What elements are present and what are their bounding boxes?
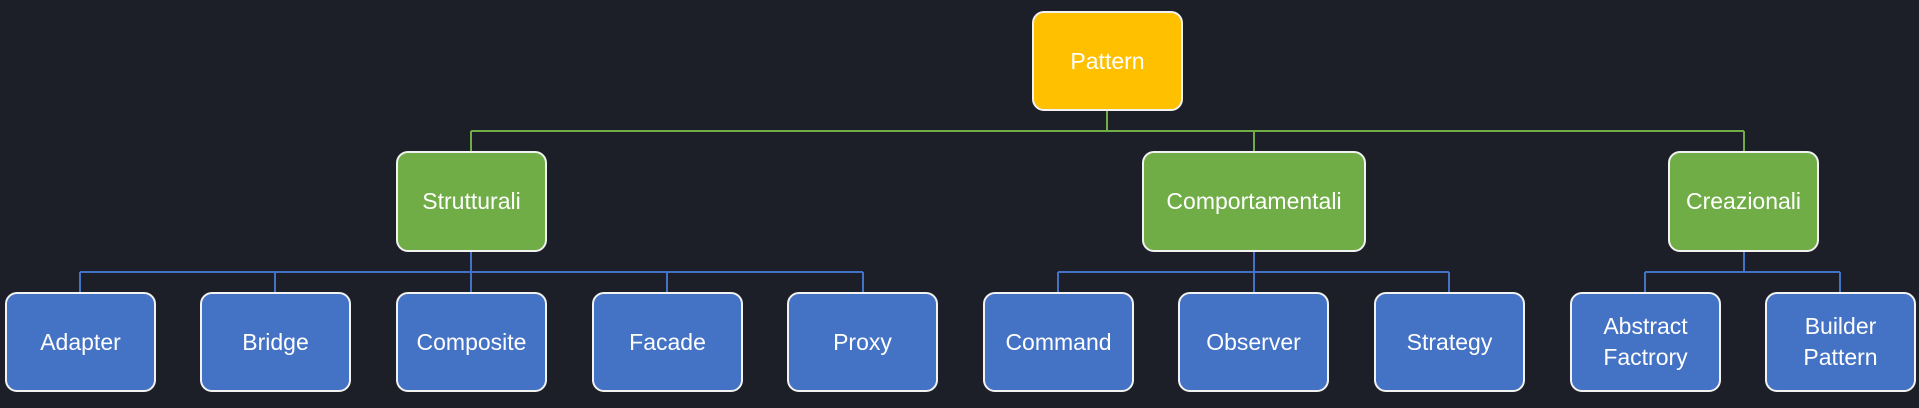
node-observer[interactable]: Observer <box>1178 292 1329 392</box>
node-facade[interactable]: Facade <box>592 292 743 392</box>
node-strategy[interactable]: Strategy <box>1374 292 1525 392</box>
node-pattern[interactable]: Pattern <box>1032 11 1183 111</box>
node-comportamentali[interactable]: Comportamentali <box>1142 151 1366 252</box>
node-adapter[interactable]: Adapter <box>5 292 156 392</box>
node-command[interactable]: Command <box>983 292 1134 392</box>
node-bridge[interactable]: Bridge <box>200 292 351 392</box>
node-abstract-factrory[interactable]: Abstract Factrory <box>1570 292 1721 392</box>
node-creazionali[interactable]: Creazionali <box>1668 151 1819 252</box>
node-strutturali[interactable]: Strutturali <box>396 151 547 252</box>
node-builder-pattern[interactable]: Builder Pattern <box>1765 292 1916 392</box>
node-proxy[interactable]: Proxy <box>787 292 938 392</box>
node-composite[interactable]: Composite <box>396 292 547 392</box>
